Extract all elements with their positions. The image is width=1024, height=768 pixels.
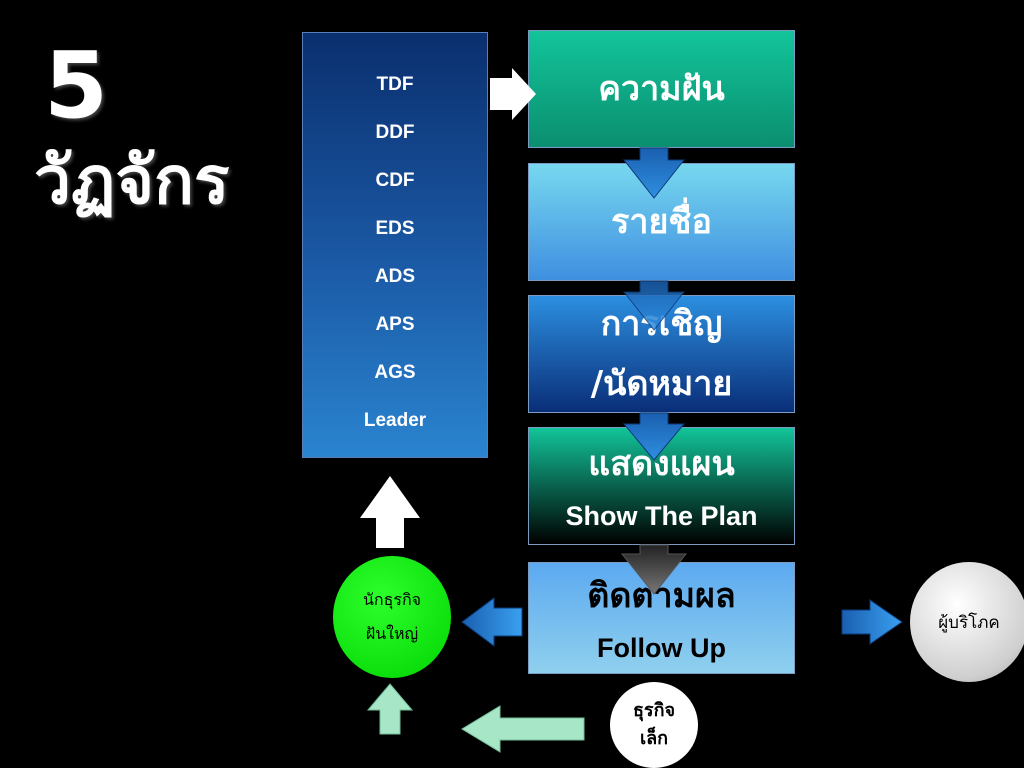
arrow-up-icon (366, 683, 414, 735)
step-label: ความฝัน (598, 69, 725, 109)
step-show-plan: แสดงแผน Show The Plan (528, 427, 795, 545)
level-item: TDF (376, 74, 414, 95)
arrow-up-icon (360, 476, 420, 548)
level-item: ADS (374, 266, 416, 287)
node-label: เล็ก (639, 728, 669, 749)
title-word: วัฏจักร (34, 142, 230, 219)
step-dream: ความฝัน (528, 30, 795, 148)
level-list: TDF DDF CDF EDS ADS APS AGS Leader (302, 32, 488, 458)
node-label: ผู้บริโภค (938, 612, 1000, 633)
node-label: นักธุรกิจ (362, 590, 422, 609)
arrow-left-icon (461, 705, 585, 753)
level-item: Leader (363, 410, 427, 431)
node-label: ธุรกิจ (632, 700, 676, 721)
arrow-left-icon (461, 597, 523, 647)
arrow-down-icon (620, 544, 688, 595)
big-business-node: นักธุรกิจ ฝันใหญ่ (333, 556, 451, 678)
arrow-down-icon (622, 280, 686, 331)
step-label: Follow Up (597, 633, 726, 663)
level-item: APS (375, 314, 415, 335)
step-label: รายชื่อ (611, 202, 712, 242)
level-item: AGS (374, 362, 416, 383)
small-business-node: ธุรกิจ เล็ก (610, 682, 698, 768)
title-number: 5 (44, 32, 109, 139)
node-label: ฝันใหญ่ (365, 624, 419, 643)
arrow-right-icon (490, 68, 536, 120)
step-label: Show The Plan (565, 501, 758, 531)
level-item: EDS (375, 218, 415, 239)
level-item: DDF (375, 122, 415, 143)
arrow-down-icon (622, 147, 686, 199)
step-label: /นัดหมาย (590, 364, 733, 404)
arrow-right-icon (841, 599, 903, 645)
level-item: CDF (375, 170, 415, 191)
arrow-down-icon (622, 412, 686, 461)
consumer-node: ผู้บริโภค (910, 562, 1024, 682)
